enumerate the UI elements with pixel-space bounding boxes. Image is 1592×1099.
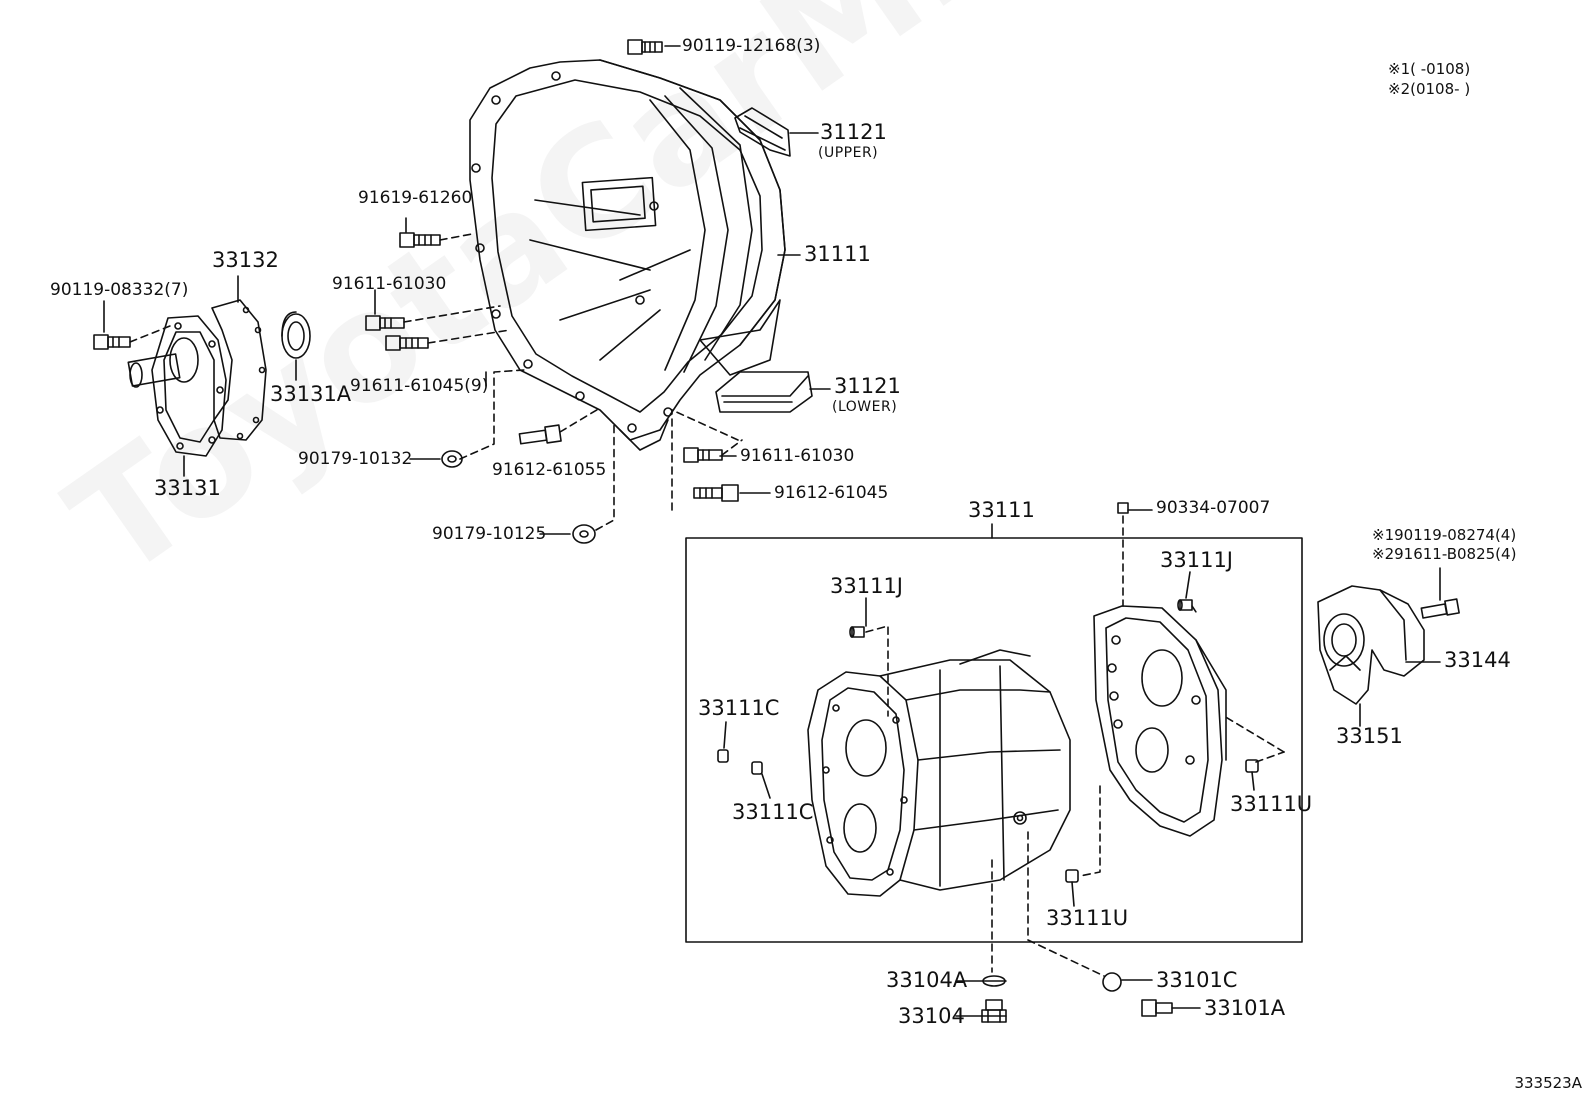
label-91619-61260: 91619-61260 (358, 188, 473, 208)
gasket-33101c (1103, 973, 1121, 991)
label-33131: 33131 (154, 476, 221, 500)
lower-cover-drawing (716, 372, 812, 412)
label-91611-61045: 91611-61045(9) (350, 376, 489, 396)
transmission-case-drawing (808, 650, 1070, 896)
transmission-case-box (686, 538, 1302, 942)
label-90179-10125: 90179-10125 (432, 524, 547, 544)
label-90334-07007: 90334-07007 (1156, 498, 1271, 518)
nut-90179-10125 (573, 525, 595, 543)
plug-90334-07007 (1118, 503, 1128, 513)
label-90119-12168: 90119-12168(3) (682, 36, 821, 56)
label-91612-61055: 91612-61055 (492, 460, 607, 480)
label-upper: (UPPER) (818, 145, 879, 161)
label-31111: 31111 (804, 242, 871, 266)
bolt-90119-08332 (94, 335, 130, 349)
pin-lower-u (1066, 870, 1078, 882)
bolt-90119-08274 (1421, 599, 1459, 618)
bell-housing-guides (404, 234, 742, 530)
label-33104a: 33104A (886, 968, 968, 992)
note-1: ※1( -0108) (1388, 60, 1471, 78)
label-33101a: 33101A (1204, 996, 1286, 1020)
reference-number: 333523A (1514, 1074, 1582, 1092)
drain-plug-33104 (982, 1000, 1006, 1022)
label-33111u-lower: 33111U (1046, 906, 1129, 930)
bolt-91611-61045 (386, 336, 428, 350)
label-33131a: 33131A (270, 382, 352, 406)
label-90119-08274: ※190119-08274(4) (1372, 526, 1517, 544)
bearing-retainer-drawing (128, 316, 226, 456)
label-90119-08332: 90119-08332(7) (50, 280, 189, 300)
gasket-drawing (212, 300, 266, 440)
label-33104: 33104 (898, 1004, 965, 1028)
label-91611-61030-b: 91611-61030 (740, 446, 855, 466)
bolt-91619-61260 (400, 233, 440, 247)
note-2: ※2(0108- ) (1388, 80, 1471, 98)
bolt-91612-61045 (694, 485, 738, 501)
adapter-plate-drawing (1094, 606, 1226, 836)
label-31121-lower: 31121 (834, 374, 901, 398)
label-91611-61030-a: 91611-61030 (332, 274, 447, 294)
bolt-91612-61055 (519, 425, 561, 444)
label-33151: 33151 (1336, 724, 1403, 748)
nut-90179-10132 (442, 451, 462, 467)
case-guides (866, 516, 1284, 976)
oil-seal-drawing (282, 312, 310, 358)
label-31121-upper: 31121 (820, 120, 887, 144)
label-33111j-right: 33111J (1160, 548, 1233, 572)
label-90179-10132: 90179-10132 (298, 449, 413, 469)
dowel-pin-left (850, 627, 864, 637)
label-33111j-left: 33111J (830, 574, 903, 598)
bell-housing-drawing (470, 60, 785, 450)
bolt-91611-61030-a (366, 316, 404, 330)
label-33111: 33111 (968, 498, 1035, 522)
plug-left-b (752, 762, 762, 774)
label-33144: 33144 (1444, 648, 1511, 672)
plug-left-a (718, 750, 728, 762)
bolt-91611-61030-b (684, 448, 722, 462)
rear-retainer-drawing (1318, 586, 1424, 704)
upper-cover-drawing (735, 108, 790, 156)
label-33132: 33132 (212, 248, 279, 272)
dowel-pin-right (1178, 600, 1192, 610)
label-33111c-b: 33111C (732, 800, 814, 824)
label-33101c: 33101C (1156, 968, 1238, 992)
label-91611-b0825: ※291611-B0825(4) (1372, 545, 1517, 563)
label-33111u-right: 33111U (1230, 792, 1313, 816)
label-lower: (LOWER) (832, 399, 898, 415)
label-33111c-a: 33111C (698, 696, 780, 720)
filler-plug-33101a (1142, 1000, 1172, 1016)
bolt-90119-12168 (628, 40, 662, 54)
label-91612-61045: 91612-61045 (774, 483, 889, 503)
